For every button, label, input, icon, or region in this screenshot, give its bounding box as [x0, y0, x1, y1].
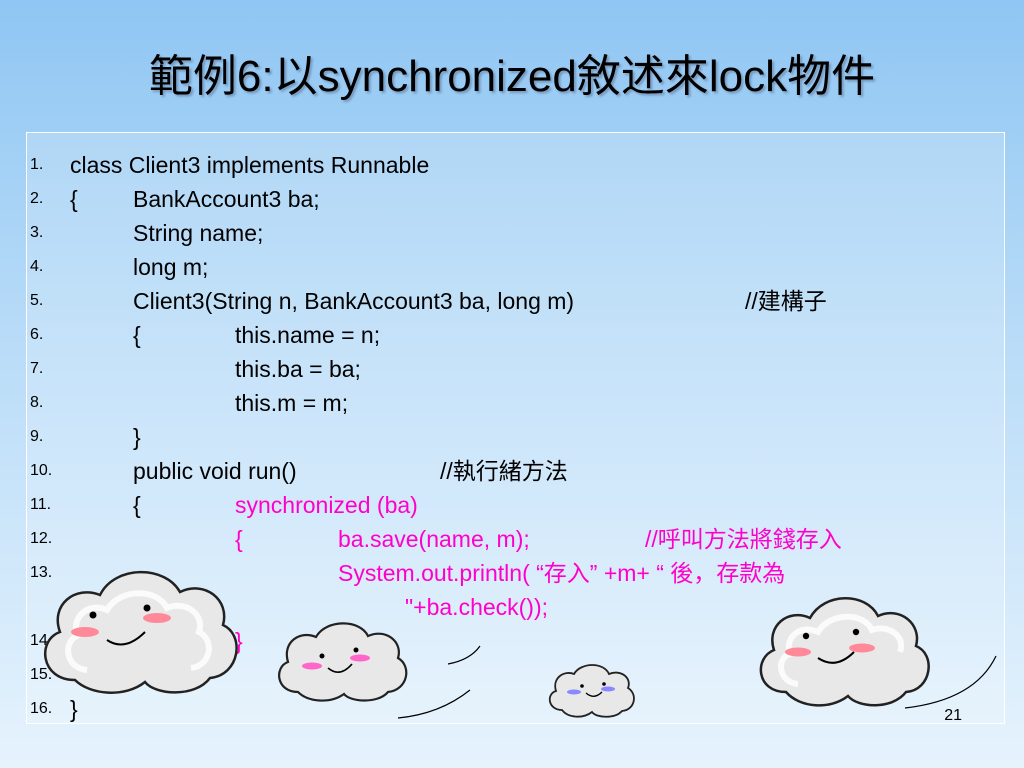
code-text: {: [133, 322, 141, 348]
title-suffix: 物件: [787, 51, 876, 102]
cloud-face-icon: [759, 597, 930, 707]
code-text: this.ba = ba;: [235, 356, 361, 382]
title-mid: 以: [273, 51, 318, 102]
line-number: 10.: [30, 462, 53, 479]
page-number: 21: [944, 707, 962, 724]
code-text: //呼叫方法將錢存入: [645, 526, 842, 552]
code-text: {: [133, 492, 141, 518]
line-number: 8.: [30, 394, 44, 411]
code-text: //執行緒方法: [440, 458, 568, 484]
code-text: this.name = n;: [235, 322, 381, 348]
title-prefix: 範例: [148, 51, 237, 102]
code-line: 4. long m;: [0, 250, 1000, 284]
code-text: {: [235, 526, 243, 552]
code-text: synchronized (ba): [235, 492, 418, 518]
line-number: 1.: [30, 156, 44, 173]
code-text: String name;: [133, 220, 264, 246]
code-text: class Client3 implements Runnable: [70, 152, 430, 178]
code-line: 8. this.m = m;: [0, 386, 1000, 420]
code-text: {: [70, 186, 78, 212]
cloud-face-icon: [548, 664, 635, 718]
slide-title: 範例6:以synchronized敘述來lock物件: [0, 40, 1024, 104]
line-number: 6.: [30, 326, 44, 343]
line-number: 7.: [30, 360, 44, 377]
code-text: "+ba.check());: [405, 594, 549, 620]
code-text: public void run(): [133, 458, 297, 484]
code-text: System.out.println( “存入” +m+ “ 後，存款為: [338, 560, 786, 586]
code-line: 3. String name;: [0, 216, 1000, 250]
code-text: //建構子: [745, 288, 827, 314]
title-number: 6:: [236, 52, 274, 101]
code-line: 7. this.ba = ba;: [0, 352, 1000, 386]
code-line: 12. { ba.save(name, m); //呼叫方法將錢存入: [0, 522, 1000, 556]
code-text: ba.save(name, m);: [338, 526, 530, 552]
code-line: 6. { this.name = n;: [0, 318, 1000, 352]
code-line: 5. Client3(String n, BankAccount3 ba, lon…: [0, 284, 1000, 318]
code-line: 13. System.out.println( “存入” +m+ “ 後，存款為: [0, 556, 1000, 590]
line-number: 2.: [30, 190, 44, 207]
line-number: 11.: [30, 496, 52, 513]
line-number: 4.: [30, 258, 44, 275]
code-line: 1. class Client3 implements Runnable: [0, 148, 1000, 182]
code-text: }: [133, 424, 141, 450]
title-keyword: synchronized: [317, 52, 577, 101]
line-number: 9.: [30, 428, 44, 445]
cloud-face-icon: [44, 570, 238, 694]
code-line: "+ba.check());: [0, 590, 1000, 624]
line-number: 16.: [30, 700, 53, 717]
code-line: 2. { BankAccount3 ba;: [0, 182, 1000, 216]
code-text: long m;: [133, 254, 209, 280]
swoosh-line: [904, 655, 997, 709]
swoosh-line: [397, 689, 471, 719]
code-text: Client3(String n, BankAccount3 ba, long …: [133, 288, 575, 314]
code-line: 16.}: [0, 692, 1000, 726]
code-text: this.m = m;: [235, 390, 349, 416]
swoosh-line: [447, 645, 481, 665]
code-line: 11. { synchronized (ba): [0, 488, 1000, 522]
line-number: 12.: [30, 530, 53, 547]
code-line: 9.}: [0, 420, 1000, 454]
code-text: }: [70, 696, 78, 722]
code-text: BankAccount3 ba;: [133, 186, 320, 212]
code-line: 10. public void run() //執行緒方法: [0, 454, 1000, 488]
cloud-face-icon: [278, 622, 408, 702]
title-mid2: 敘述來: [576, 51, 709, 102]
line-number: 13.: [30, 564, 53, 581]
line-number: 5.: [30, 292, 44, 309]
code-text: }: [235, 628, 243, 654]
line-number: 15.: [30, 666, 53, 683]
title-keyword2: lock: [708, 52, 788, 101]
line-number: 3.: [30, 224, 44, 241]
